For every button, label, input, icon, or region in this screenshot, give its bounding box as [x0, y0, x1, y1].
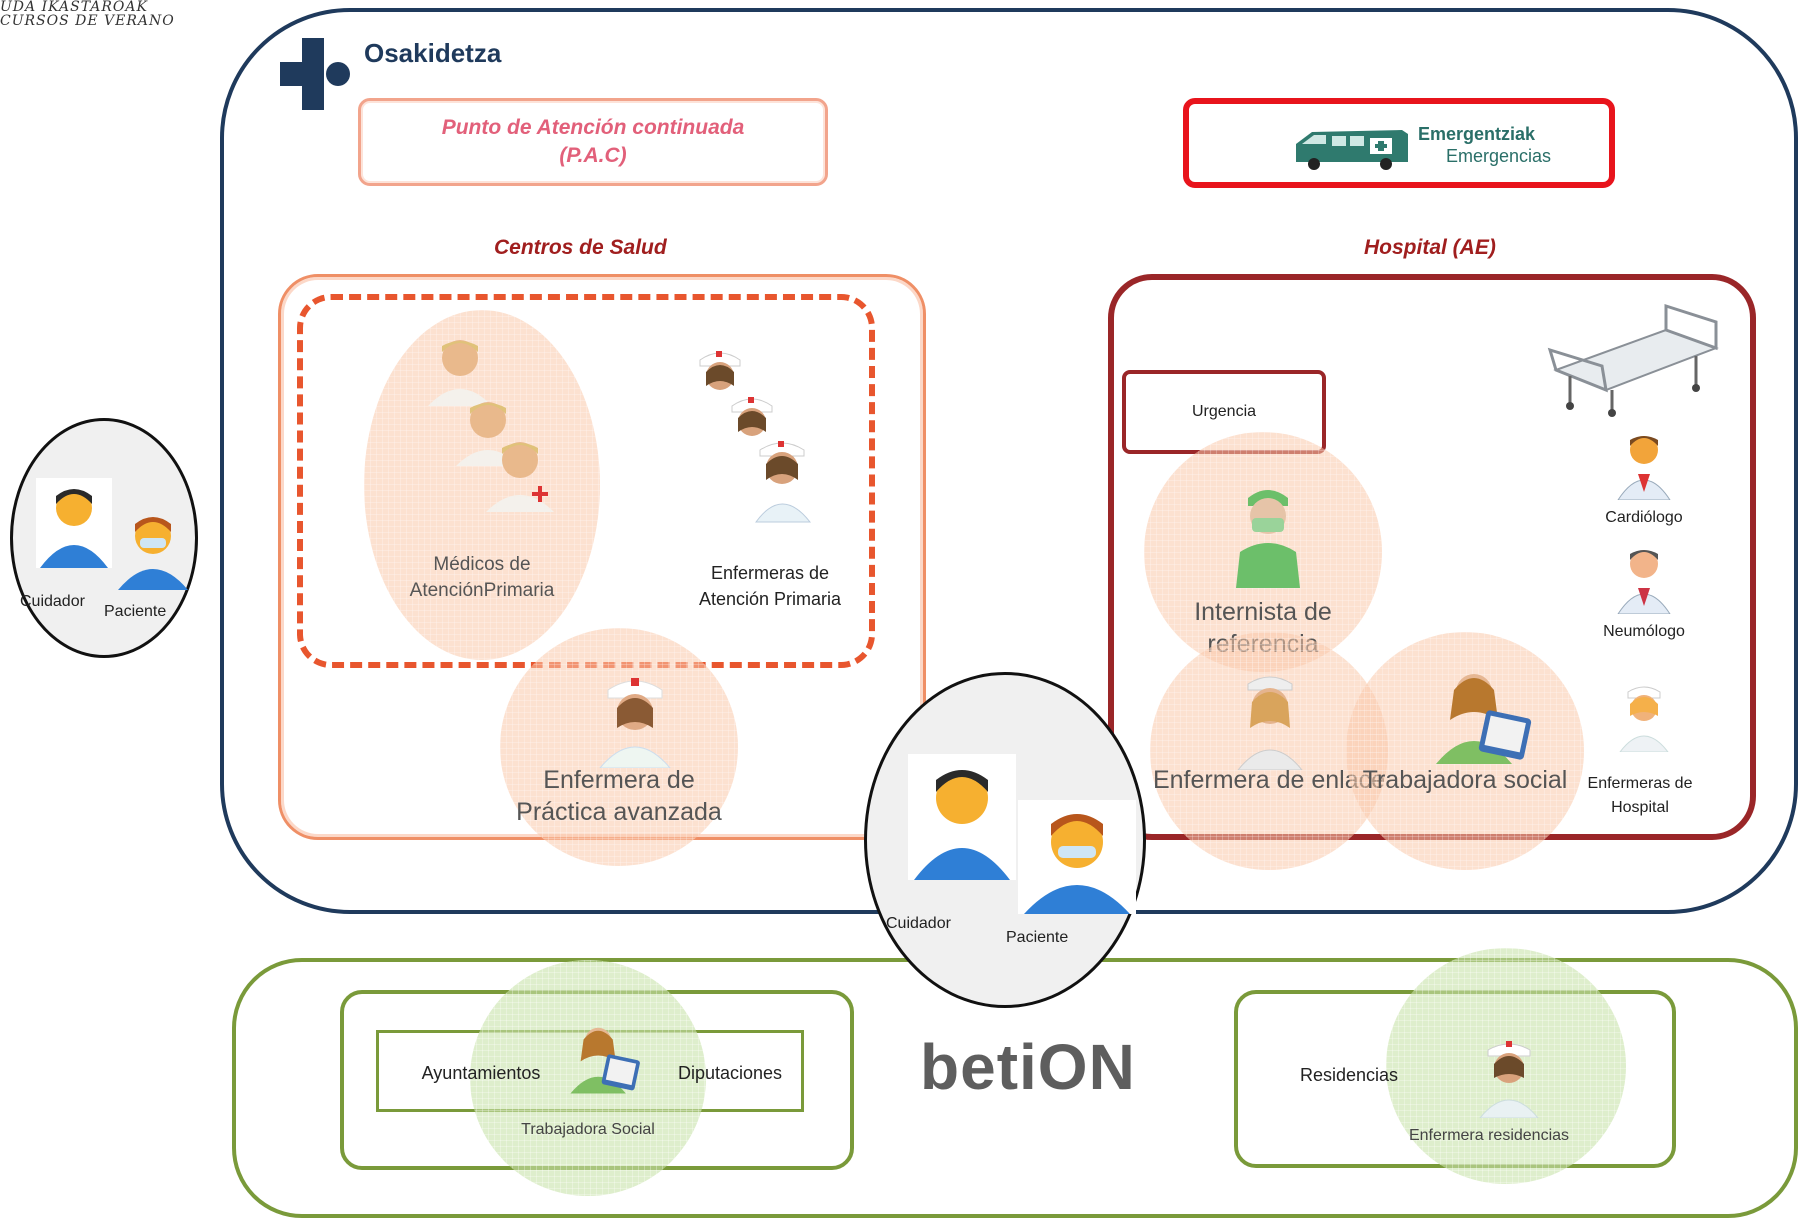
centros-title: Centros de Salud — [494, 236, 667, 259]
enfermera-residencias-blob — [1386, 948, 1626, 1184]
left-cuidador-label: Cuidador — [20, 593, 85, 610]
residencias-label: Residencias — [1300, 1065, 1399, 1085]
doctors-icon — [428, 340, 554, 512]
enfermera-residencias-label: Enfermera residencias — [1408, 1127, 1570, 1144]
emergencias-label: Emergencias — [1446, 146, 1552, 166]
enfermera-enlace-label: Enfermera de enlace — [1152, 766, 1386, 794]
ayuntamientos-label: Ayuntamientos — [421, 1063, 541, 1083]
pac-abbrev: (P.A.C) — [559, 144, 627, 167]
trabajadora-social-green-blob — [470, 960, 706, 1196]
enfermera-pa-blob — [500, 628, 738, 866]
nurse-icon — [1237, 676, 1303, 770]
nurse-icon — [1619, 686, 1669, 752]
doctor-icon — [1617, 550, 1671, 614]
neumologo-label: Neumólogo — [1603, 623, 1685, 640]
diputaciones-label: Diputaciones — [677, 1063, 783, 1083]
social-worker-icon — [570, 1027, 640, 1094]
trabajadora-social-label: Trabajadora social — [1362, 766, 1568, 794]
person-icon — [36, 478, 112, 568]
center-cuidador-label: Cuidador — [886, 915, 951, 932]
emergencias-box — [1183, 98, 1615, 188]
hospital-bed-icon — [1547, 303, 1719, 417]
surgeon-icon — [1236, 490, 1300, 588]
pac-title: Punto de Atención continuada — [441, 116, 745, 139]
patient-icon — [1018, 800, 1136, 914]
nurse-icon — [1479, 1041, 1539, 1118]
osakidetza-logo-icon — [280, 38, 350, 110]
enfermera-pa-label: Enfermera de Práctica avanzada — [516, 766, 722, 826]
emergentziak-label: Emergentziak — [1418, 124, 1536, 144]
pac-box: Punto de Atención continuada (P.A.C) — [358, 98, 828, 186]
cardiologo-label: Cardiólogo — [1605, 509, 1683, 526]
nurse-icon — [599, 678, 671, 768]
enfermeras-hospital-label: Enfermeras de Hospital — [1587, 775, 1693, 816]
left-paciente-label: Paciente — [104, 603, 167, 620]
hospital-title: Hospital (AE) — [1364, 236, 1496, 259]
trabajadora-social-green-label: Trabajadora Social — [521, 1121, 655, 1138]
betion-text: betiON — [920, 1031, 1136, 1103]
logo-line-2: CURSOS DE VERANO — [0, 13, 175, 29]
logo-line-1: UDA IKASTAROAK — [0, 0, 148, 15]
enfermeras-ap-label: Enfermeras de Atención Primaria — [698, 563, 842, 609]
nurses-icon — [699, 351, 812, 523]
doctor-icon — [1617, 436, 1671, 500]
medicos-label: Médicos de AtenciónPrimaria — [409, 554, 555, 601]
ambulance-icon — [1296, 130, 1408, 170]
social-worker-icon — [1436, 674, 1532, 764]
summer-courses-logo: UDA IKASTAROAK CURSOS DE VERANO — [0, 0, 175, 28]
person-icon — [908, 754, 1016, 880]
patient-icon — [118, 517, 188, 590]
medicos-blob — [364, 310, 600, 660]
osakidetza-name: Osakidetza — [364, 38, 502, 68]
urgencia-label: Urgencia — [1191, 403, 1257, 420]
betion-logo: betiON — [920, 1030, 1136, 1104]
center-paciente-label: Paciente — [1006, 929, 1069, 946]
